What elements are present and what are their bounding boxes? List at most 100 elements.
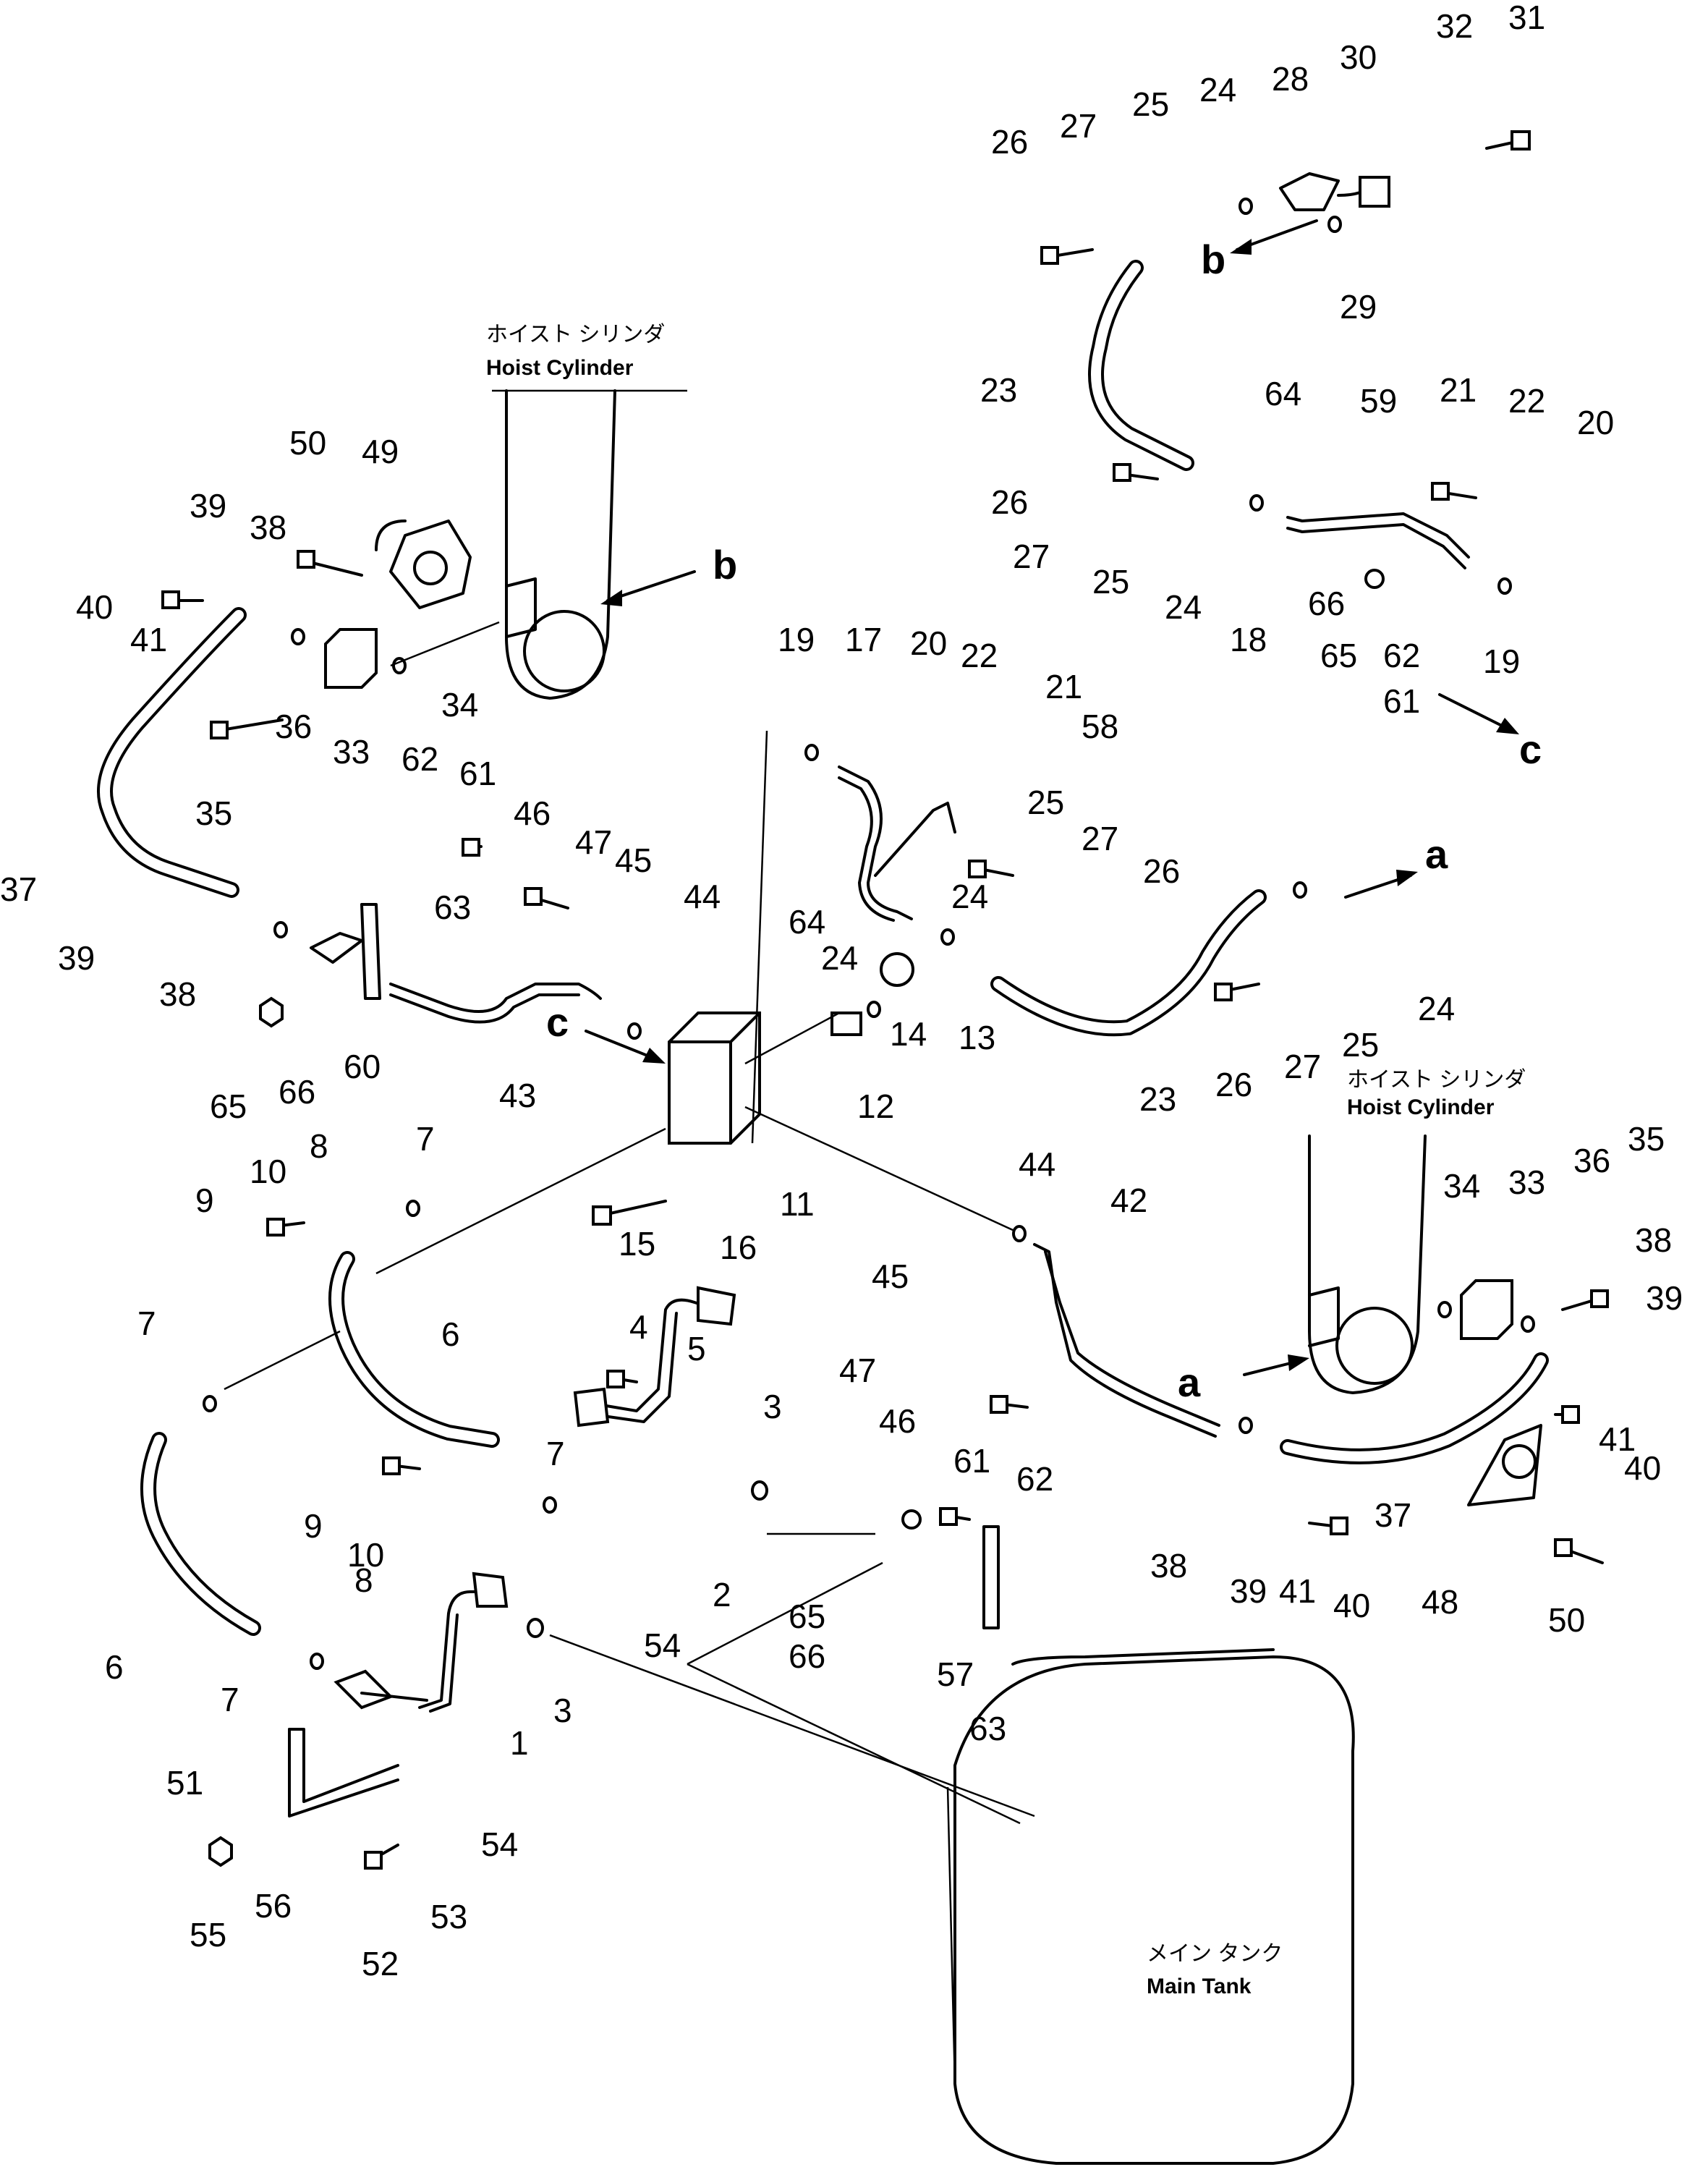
part-label: 6 — [105, 1648, 124, 1686]
part-label: 12 — [857, 1087, 894, 1125]
bracket-58 — [874, 802, 956, 877]
part-label: 31 — [1508, 0, 1545, 36]
part-label: 25 — [1342, 1026, 1379, 1064]
part-label: 26 — [1215, 1066, 1252, 1103]
part-label: 7 — [546, 1435, 565, 1472]
o-rings — [203, 198, 1535, 1670]
part-label: 29 — [1340, 288, 1377, 326]
part-label: 8 — [310, 1127, 328, 1165]
part-label: 35 — [195, 794, 232, 832]
part-label: 3 — [763, 1388, 782, 1425]
part-label: 43 — [499, 1077, 536, 1114]
part-label: 65 — [1320, 637, 1357, 674]
part-label: 61 — [459, 755, 496, 792]
part-label: 4 — [629, 1308, 648, 1346]
part-label: 30 — [1340, 38, 1377, 76]
part-label: 26 — [991, 483, 1028, 521]
part-label: 3 — [553, 1692, 572, 1729]
part-label: 63 — [969, 1710, 1006, 1747]
tube-1 — [333, 1572, 509, 1713]
part-label: 54 — [644, 1626, 681, 1664]
part-label: 26 — [1143, 852, 1180, 890]
part-label: 62 — [1016, 1460, 1053, 1498]
hose-23-middle — [990, 889, 1267, 1037]
part-label: 22 — [961, 637, 998, 674]
part-label: 20 — [1577, 404, 1614, 441]
part-label: 8 — [354, 1561, 373, 1599]
main-tank-caption-jp: メイン タンク — [1147, 1942, 1283, 1966]
tube-17 — [838, 765, 913, 922]
part-label: 39 — [1230, 1572, 1267, 1610]
part-label: 60 — [344, 1048, 381, 1085]
hose-37-left — [97, 607, 247, 898]
part-label: 66 — [279, 1073, 315, 1111]
part-label: 37 — [1375, 1496, 1411, 1534]
part-label: 63 — [434, 888, 471, 926]
part-label: 56 — [255, 1887, 292, 1925]
part-label: 1 — [510, 1724, 529, 1762]
part-label: 15 — [619, 1225, 655, 1263]
flange-28 — [1279, 172, 1390, 211]
hoist-cylinder-right-caption-jp: ホイスト シリンダ — [1347, 1068, 1526, 1092]
part-label: 38 — [1635, 1221, 1672, 1259]
part-label: 25 — [1092, 563, 1129, 601]
part-label: 9 — [195, 1182, 214, 1219]
part-label: 24 — [821, 939, 858, 977]
letter-a-right: a — [1425, 831, 1448, 877]
part-label: 28 — [1272, 60, 1309, 98]
part-label: 37 — [0, 870, 37, 908]
part-label: 35 — [1628, 1120, 1665, 1158]
part-label: 49 — [362, 433, 399, 470]
part-label: 34 — [1443, 1167, 1480, 1205]
part-label: 62 — [401, 740, 438, 778]
main-tank — [946, 1648, 1355, 2165]
part-label: 61 — [1383, 682, 1420, 720]
part-label: 44 — [1019, 1145, 1055, 1183]
part-label: 24 — [1165, 588, 1202, 626]
part-label: 39 — [1646, 1279, 1683, 1317]
part-label: 46 — [514, 794, 551, 832]
part-label: 23 — [1139, 1080, 1176, 1118]
part-label: 13 — [959, 1019, 995, 1056]
letter-a-cylinder: a — [1178, 1360, 1201, 1405]
part-label: 36 — [275, 708, 312, 745]
part-label: 21 — [1045, 668, 1082, 705]
part-label: 10 — [347, 1536, 384, 1574]
part-label: 65 — [210, 1087, 247, 1125]
tube-43 — [389, 983, 602, 1024]
part-label: 7 — [137, 1305, 156, 1342]
part-labels: 31 32 30 28 24 25 27 26 29 23 64 59 21 2… — [0, 0, 1683, 1982]
arrows — [585, 219, 1519, 1376]
part-label: 25 — [1027, 784, 1064, 821]
part-label: 24 — [951, 878, 988, 915]
tube-2 — [573, 1286, 736, 1428]
part-label: 39 — [190, 487, 226, 525]
letter-c-block: c — [546, 999, 569, 1045]
bolts — [161, 130, 1609, 1870]
part-label: 48 — [1422, 1583, 1458, 1621]
part-label: 25 — [1132, 85, 1169, 123]
part-label: 23 — [980, 371, 1017, 409]
part-label: 17 — [845, 621, 882, 658]
bracket-51 — [288, 1728, 399, 1818]
part-label: 47 — [839, 1352, 876, 1389]
bracket-60 — [310, 903, 381, 1000]
part-label: 51 — [166, 1764, 203, 1802]
part-label: 9 — [304, 1507, 323, 1545]
part-label: 34 — [441, 686, 478, 724]
part-label: 40 — [1624, 1449, 1661, 1487]
part-label: 66 — [789, 1637, 825, 1675]
part-label: 18 — [1230, 621, 1267, 658]
part-label: 53 — [430, 1898, 467, 1935]
part-label: 33 — [333, 733, 370, 771]
part-label: 32 — [1436, 7, 1473, 45]
part-label: 64 — [1265, 375, 1301, 412]
part-label: 38 — [250, 509, 286, 546]
clamp-49 — [375, 519, 472, 609]
part-label: 66 — [1308, 585, 1345, 622]
part-label: 40 — [76, 588, 113, 626]
part-label: 16 — [720, 1229, 757, 1266]
part-label: 36 — [1573, 1142, 1610, 1179]
part-label: 11 — [780, 1185, 815, 1223]
